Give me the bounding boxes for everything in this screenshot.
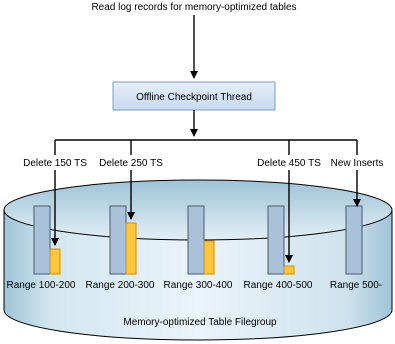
delta-file-1: [49, 248, 61, 275]
filegroup-cylinder: [3, 179, 393, 341]
branch-label-delete-250: Delete 250 TS: [99, 158, 163, 169]
branch-label-delete-150: Delete 150 TS: [23, 158, 87, 169]
delta-file-4: [283, 265, 295, 275]
branch-label-new-inserts: New Inserts: [331, 158, 384, 169]
cylinder-body: [3, 209, 393, 341]
data-file-2: [109, 205, 127, 275]
data-file-5: [345, 205, 363, 275]
header-text: Read log records for memory-optimized ta…: [91, 2, 296, 13]
range-label-300-400: Range 300-400: [164, 280, 233, 291]
delta-file-2: [125, 222, 137, 275]
delta-file-3: [203, 240, 215, 275]
filegroup-label: Memory-optimized Table Filegroup: [123, 317, 277, 328]
data-file-1: [33, 205, 51, 275]
thread-box-label: Offline Checkpoint Thread: [136, 92, 252, 103]
range-label-400-500: Range 400-500: [244, 280, 313, 291]
thread-box: [112, 81, 276, 111]
range-label-100-200: Range 100-200: [7, 280, 76, 291]
branch-label-delete-450: Delete 450 TS: [257, 158, 321, 169]
range-label-200-300: Range 200-300: [86, 280, 155, 291]
data-file-3: [187, 205, 205, 275]
data-file-4: [267, 205, 285, 275]
range-label-500: Range 500-: [330, 280, 382, 291]
